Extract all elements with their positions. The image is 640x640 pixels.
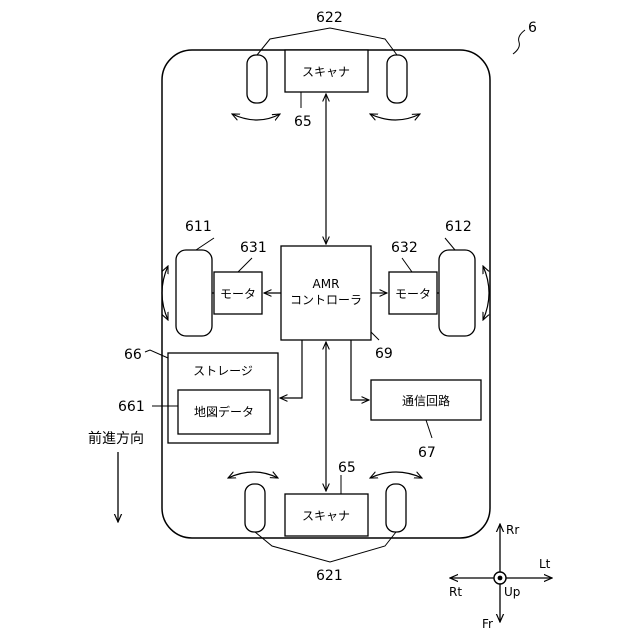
comm-circuit-leader [426,420,432,438]
caster-top-right [387,55,407,103]
wheel-left-rotation-arrow [162,266,168,320]
scanner-rear-label: スキャナ [302,509,350,523]
caster-bottom-right [386,484,406,532]
axis-up-label: Up [504,585,520,599]
caster-bottom-left [245,484,265,532]
wheel-right [439,250,475,336]
wheel-left-ref: 611 [185,219,212,235]
comm-circuit-label: 通信回路 [402,393,450,408]
motor-left-label: モータ [220,287,256,301]
wheel-right-rotation-arrow [483,266,489,320]
controller-to-storage-arrow [280,340,302,398]
motor-right-leader [402,258,412,272]
controller-label-line2: コントローラ [290,293,362,307]
caster-top-left-swivel-arrow [232,114,280,120]
wheel-left [176,250,212,336]
motor-right-ref: 632 [391,240,418,256]
controller-to-comm-arrow [351,340,369,400]
scanner-front-label: スキャナ [302,65,350,79]
storage-ref: 66 [124,347,142,363]
axis-lt-label: Lt [539,557,551,571]
figure-leader [513,30,525,54]
motor-left-ref: 631 [240,240,267,256]
controller-leader [371,332,379,340]
axis-fr-label: Fr [482,617,493,631]
forward-direction-label: 前進方向 [88,430,144,447]
scanner-rear-ref: 65 [338,460,356,476]
controller-ref: 69 [375,346,393,362]
storage-leader [145,350,168,358]
caster-top-right-swivel-arrow [370,114,420,120]
caster-top-left [247,55,267,103]
wheel-right-ref: 612 [445,219,472,235]
wheel-left-leader [196,238,214,250]
motor-right-label: モータ [395,287,431,301]
wheel-right-leader [445,238,455,250]
map-data-ref: 661 [118,399,145,415]
axis-rt-label: Rt [449,585,462,599]
caster-top-ref: 622 [316,10,343,26]
comm-circuit-ref: 67 [418,445,436,461]
caster-bottom-left-swivel-arrow [228,472,278,478]
axis-origin-dot [498,576,503,581]
caster-bottom-right-swivel-arrow [370,472,422,478]
motor-left-leader [238,258,252,272]
map-data-label: 地図データ [194,404,254,419]
scanner-front-ref: 65 [294,114,312,130]
storage-label: ストレージ [193,364,253,378]
controller-label-line1: AMR [313,277,340,291]
caster-bottom-ref: 621 [316,568,343,584]
axis-rr-label: Rr [506,523,519,537]
figure-number: 6 [528,20,537,36]
